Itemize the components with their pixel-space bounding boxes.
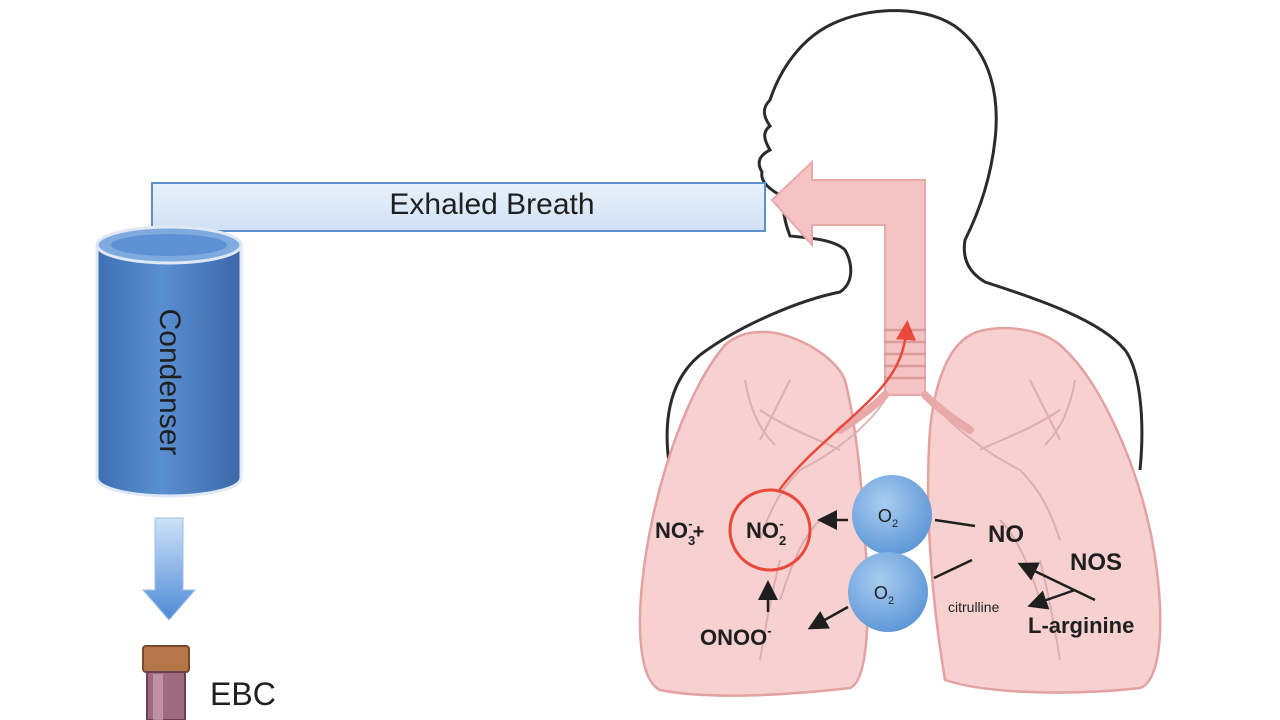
- left-lung: [638, 330, 870, 697]
- main-bronchi: [836, 391, 974, 434]
- no-label: NO: [988, 521, 1024, 548]
- arrow-arginine-to-citrulline: [1027, 588, 1076, 610]
- right-lung: [926, 327, 1162, 694]
- o2-bubble-top[interactable]: O2: [852, 475, 932, 555]
- body-outline: [665, 9, 1144, 471]
- condenser[interactable]: [95, 225, 243, 498]
- down-arrow: [141, 517, 197, 621]
- svg-text:O2: O2: [874, 583, 894, 607]
- svg-text:O2: O2: [878, 506, 898, 530]
- arrow-no-to-o2: [934, 518, 976, 528]
- o2-bubble-bottom[interactable]: O2: [848, 552, 928, 632]
- ebc-tube[interactable]: [142, 645, 190, 720]
- airway-arrow: [770, 159, 926, 396]
- arrow-arginine-to-no: [1017, 562, 1096, 602]
- arrow-no-to-bottom-o2: [933, 558, 973, 580]
- l-arginine-label: L-arginine: [1028, 613, 1134, 638]
- no2-label: NO2-: [746, 516, 786, 548]
- ebc-label: EBC: [210, 676, 276, 712]
- exhaled-breath-label: Exhaled Breath: [389, 188, 594, 221]
- bronchial-tree: [744, 379, 1076, 661]
- no3-label: NO3-+: [655, 516, 704, 548]
- no2-highlight-circle: [728, 488, 812, 572]
- condenser-label: Condenser: [153, 309, 186, 456]
- no2-exhale-path: [776, 320, 916, 493]
- arrow-o2-to-onoo: [807, 605, 849, 630]
- nos-label: NOS: [1070, 549, 1122, 576]
- reaction-arrows: [758, 510, 1096, 630]
- citrulline-label: citrulline: [948, 599, 1000, 615]
- onoo-label: ONOO-: [700, 623, 772, 650]
